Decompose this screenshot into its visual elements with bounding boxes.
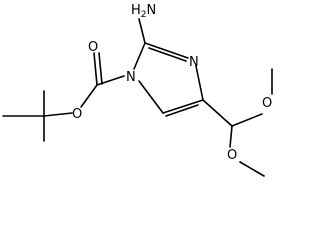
bond-ring-n1-c2: [133, 42, 146, 70]
bond-c4-acetal-c: [202, 99, 233, 127]
bond-ring-c4-c5-double: [165, 104, 199, 117]
atom-label-ester-o: O: [72, 107, 82, 122]
bond-ring-c5-n1: [138, 80, 164, 114]
bond-carbonyl-double-b: [98, 52, 103, 85]
atom-label-methoxy-o-lower: O: [227, 148, 237, 163]
bond-acetal-c-o-upper: [231, 113, 263, 127]
atom-label-ring-n-left: N: [126, 70, 136, 85]
bond-acetal-c-o-lower: [229, 125, 233, 148]
bond-carbonyl-ester-o: [80, 84, 98, 108]
bond-ring-c4-c5: [162, 99, 204, 114]
bond-carbonyl-double-a: [93, 52, 98, 86]
bond-ring-n3-c4: [195, 65, 204, 101]
bond-ester-o-tbu: [43, 112, 73, 117]
bond-ring-c2-n3: [144, 42, 189, 59]
atom-label-ring-n-top: N: [189, 55, 199, 70]
structure-diagram: H2N N N O O O O: [2, 3, 273, 177]
bond-c2-nh2: [138, 18, 146, 44]
atom-label-amino: H2N: [131, 3, 156, 20]
atom-label-methoxy-o-upper: O: [262, 96, 272, 111]
bond-o-lower-methyl: [239, 161, 265, 177]
bond-ring-c2-n3-double: [148, 47, 187, 62]
atom-label-carbonyl-o: O: [88, 40, 98, 55]
